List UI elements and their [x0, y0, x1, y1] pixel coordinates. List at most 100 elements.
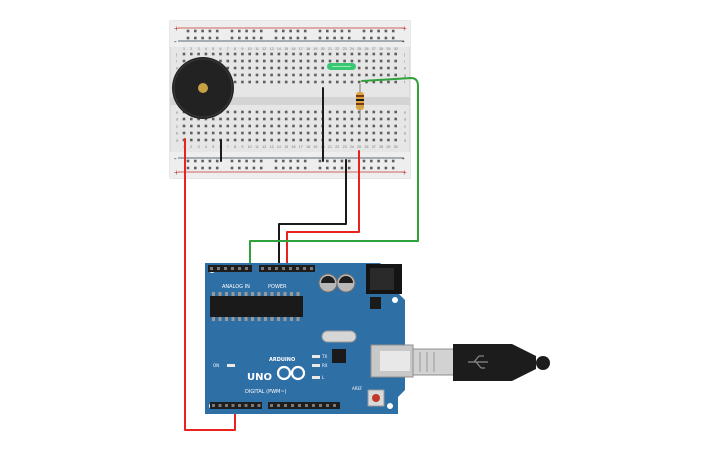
breadboard-hole[interactable]: [233, 59, 237, 63]
breadboard-hole[interactable]: [372, 110, 376, 114]
breadboard-hole[interactable]: [292, 117, 295, 121]
breadboard-hole[interactable]: [306, 110, 310, 114]
rail-hole[interactable]: [259, 29, 263, 33]
header-pin[interactable]: [257, 404, 261, 407]
breadboard-hole[interactable]: [306, 59, 310, 63]
breadboard-hole[interactable]: [270, 80, 273, 84]
breadboard-hole[interactable]: [314, 138, 317, 142]
breadboard-hole[interactable]: [336, 80, 339, 84]
breadboard-hole[interactable]: [314, 124, 317, 128]
arduino-uno[interactable]: ANALOG IN POWER TX RX L ON: [205, 263, 414, 414]
breadboard-hole[interactable]: [350, 73, 354, 77]
breadboard-hole[interactable]: [306, 52, 310, 56]
header-pin[interactable]: [277, 404, 280, 407]
breadboard-hole[interactable]: [197, 131, 200, 135]
breadboard-hole[interactable]: [379, 124, 383, 128]
breadboard-hole[interactable]: [277, 66, 281, 70]
breadboard-hole[interactable]: [219, 52, 222, 56]
breadboard-hole[interactable]: [314, 73, 317, 77]
breadboard-hole[interactable]: [357, 124, 361, 128]
breadboard-hole[interactable]: [365, 59, 368, 63]
header-pin[interactable]: [333, 404, 336, 407]
breadboard-hole[interactable]: [336, 59, 339, 63]
rail-hole[interactable]: [318, 166, 322, 170]
header-pin[interactable]: [217, 267, 220, 270]
breadboard-hole[interactable]: [379, 73, 383, 77]
breadboard-hole[interactable]: [314, 117, 317, 121]
rail-hole[interactable]: [326, 29, 329, 33]
breadboard-hole[interactable]: [255, 52, 259, 56]
header-pin[interactable]: [291, 404, 294, 407]
breadboard-hole[interactable]: [255, 59, 259, 63]
breadboard-hole[interactable]: [379, 52, 383, 56]
breadboard-hole[interactable]: [277, 80, 281, 84]
breadboard-hole[interactable]: [387, 59, 390, 63]
breadboard-hole[interactable]: [190, 117, 193, 121]
breadboard-hole[interactable]: [241, 110, 244, 114]
rail-hole[interactable]: [230, 29, 234, 33]
breadboard-hole[interactable]: [306, 73, 310, 77]
rail-hole[interactable]: [230, 36, 234, 40]
breadboard-hole[interactable]: [328, 110, 332, 114]
breadboard-hole[interactable]: [292, 110, 295, 114]
rail-hole[interactable]: [215, 29, 219, 33]
header-pin[interactable]: [238, 267, 241, 270]
breadboard-hole[interactable]: [365, 73, 368, 77]
rail-hole[interactable]: [186, 166, 190, 170]
rail-hole[interactable]: [391, 29, 395, 33]
rail-hole[interactable]: [303, 29, 307, 33]
rail-hole[interactable]: [384, 36, 388, 40]
breadboard-hole[interactable]: [255, 131, 259, 135]
header-pin[interactable]: [298, 404, 301, 407]
breadboard-hole[interactable]: [365, 117, 368, 121]
rail-hole[interactable]: [208, 166, 212, 170]
rail-hole[interactable]: [347, 159, 351, 163]
breadboard-hole[interactable]: [284, 138, 288, 142]
rail-hole[interactable]: [274, 36, 278, 40]
breadboard-hole[interactable]: [248, 52, 251, 56]
breadboard-hole[interactable]: [299, 138, 303, 142]
breadboard-hole[interactable]: [394, 52, 397, 56]
breadboard-hole[interactable]: [284, 131, 288, 135]
breadboard-hole[interactable]: [379, 138, 383, 142]
breadboard-hole[interactable]: [182, 52, 186, 56]
breadboard-hole[interactable]: [277, 110, 281, 114]
breadboard-hole[interactable]: [379, 66, 383, 70]
breadboard-hole[interactable]: [292, 124, 295, 128]
breadboard-hole[interactable]: [277, 73, 281, 77]
rail-hole[interactable]: [201, 159, 204, 163]
breadboard-hole[interactable]: [357, 52, 361, 56]
breadboard-hole[interactable]: [233, 117, 237, 121]
breadboard-hole[interactable]: [233, 138, 237, 142]
breadboard-hole[interactable]: [248, 110, 251, 114]
rail-hole[interactable]: [333, 36, 336, 40]
breadboard-hole[interactable]: [357, 117, 361, 121]
breadboard-hole[interactable]: [365, 131, 368, 135]
breadboard-hole[interactable]: [219, 59, 222, 63]
breadboard-hole[interactable]: [387, 117, 390, 121]
breadboard-hole[interactable]: [241, 80, 244, 84]
breadboard-hole[interactable]: [365, 138, 368, 142]
rail-hole[interactable]: [377, 166, 380, 170]
breadboard-hole[interactable]: [365, 80, 368, 84]
breadboard-hole[interactable]: [248, 73, 251, 77]
breadboard-hole[interactable]: [299, 52, 303, 56]
rail-hole[interactable]: [208, 159, 212, 163]
breadboard-hole[interactable]: [372, 66, 376, 70]
rail-hole[interactable]: [362, 166, 366, 170]
breadboard-hole[interactable]: [255, 80, 259, 84]
breadboard-hole[interactable]: [372, 73, 376, 77]
breadboard-hole[interactable]: [233, 80, 237, 84]
breadboard-hole[interactable]: [343, 80, 346, 84]
rail-hole[interactable]: [238, 159, 241, 163]
breadboard-hole[interactable]: [299, 59, 303, 63]
rail-hole[interactable]: [215, 159, 219, 163]
header-pin[interactable]: [225, 404, 228, 407]
breadboard-hole[interactable]: [241, 131, 244, 135]
breadboard-hole[interactable]: [372, 80, 376, 84]
rail-hole[interactable]: [370, 36, 373, 40]
rail-hole[interactable]: [370, 29, 373, 33]
breadboard-hole[interactable]: [226, 124, 230, 128]
breadboard-hole[interactable]: [350, 52, 354, 56]
breadboard-hole[interactable]: [270, 52, 273, 56]
